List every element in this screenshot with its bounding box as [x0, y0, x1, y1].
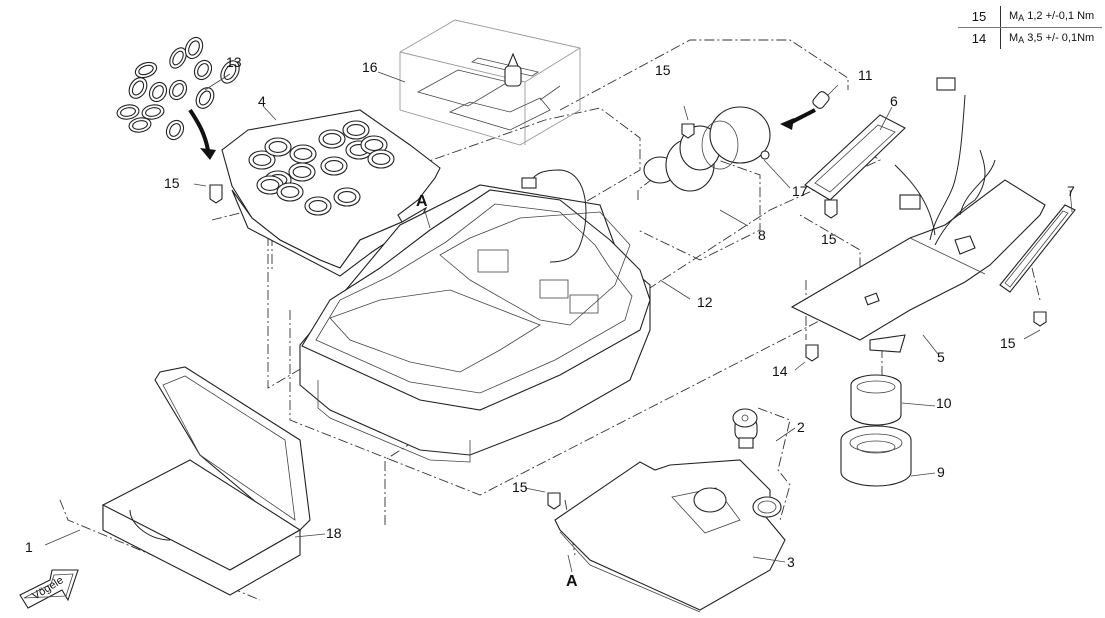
- torque-row: 15 MA 1,2 +/-0,1 Nm: [958, 6, 1103, 28]
- keypad-grommet: [360, 135, 388, 155]
- callout-16: 16: [362, 59, 378, 75]
- assembly-arrow-head: [200, 148, 216, 160]
- callout-18: 18: [326, 525, 342, 541]
- part-18-carrying-case: [102, 366, 311, 596]
- keypad-grommet: [342, 120, 370, 140]
- keypad-grommet: [304, 196, 332, 216]
- torque-spec: MA 3,5 +/- 0,1Nm: [1009, 32, 1095, 45]
- part-16-parts-kit-box: [399, 19, 581, 146]
- grommet: [193, 59, 213, 81]
- grommet: [128, 117, 152, 133]
- grommet: [134, 61, 158, 79]
- callout-13: 13: [226, 54, 242, 70]
- part-2-key-switch: [732, 408, 758, 449]
- callout-15: 15: [821, 231, 837, 247]
- keypad-grommet: [264, 137, 292, 157]
- callout-15: 15: [512, 479, 528, 495]
- callout-15: 15: [164, 175, 180, 191]
- reference-mark-a: A: [566, 573, 578, 590]
- keypad-grommet: [276, 182, 304, 202]
- part-13-grommets: [116, 36, 240, 141]
- callout-15: 15: [655, 62, 671, 78]
- torque-item: 15: [958, 6, 1001, 28]
- grommet: [165, 119, 185, 141]
- torque-spec-table: 15 MA 1,2 +/-0,1 Nm 14 MA 3,5 +/- 0,1Nm: [958, 6, 1103, 49]
- callout-12: 12: [697, 294, 713, 310]
- grommet: [169, 47, 187, 69]
- part-10-sleeve: [850, 374, 902, 426]
- callout-10: 10: [936, 395, 952, 411]
- grommet: [168, 79, 188, 101]
- part-6-lens-frame: [804, 114, 906, 219]
- keypad-grommet: [320, 156, 348, 176]
- callout-9: 9: [937, 464, 945, 480]
- screw-14: [805, 344, 819, 362]
- keypad-grommet: [289, 144, 317, 164]
- part-4-keypad-plate: [221, 109, 441, 277]
- grommet: [116, 104, 140, 120]
- callout-3: 3: [787, 554, 795, 570]
- leader-lines: [44, 71, 1073, 573]
- callout-11: 11: [858, 67, 873, 83]
- main-housing: [299, 169, 651, 463]
- part-7-lens-frame: [999, 204, 1076, 327]
- torque-item: 14: [958, 27, 1001, 49]
- callout-15: 15: [1000, 335, 1016, 351]
- torque-row: 14 MA 3,5 +/- 0,1Nm: [958, 27, 1102, 49]
- part-8-lamp-assembly: [643, 91, 830, 192]
- callout-6: 6: [890, 93, 898, 109]
- grommet: [148, 81, 168, 103]
- keypad-grommet: [288, 162, 316, 182]
- keypad-grommet: [367, 149, 395, 169]
- screw-15: [547, 492, 561, 510]
- callout-7: 7: [1067, 183, 1075, 199]
- grommet: [184, 36, 204, 60]
- part-3-bottom-cover: [547, 459, 786, 613]
- vogele-logo-arrow: Vögele: [19, 569, 79, 609]
- grommet: [195, 87, 215, 109]
- grommet: [128, 77, 148, 99]
- callout-14: 14: [772, 363, 788, 379]
- callout-8: 8: [758, 227, 766, 243]
- part-11-bulb: [812, 91, 830, 109]
- callout-labels: 1 2 3 4 5 6 7 8 9 10 11 12 13 14 15 15 1…: [25, 54, 1075, 590]
- keypad-grommet: [333, 187, 361, 207]
- keypad-grommet: [318, 129, 346, 149]
- keypad-grommet: [248, 150, 276, 170]
- callout-17: 17: [792, 183, 808, 199]
- part-9-nut: [840, 425, 912, 487]
- reference-mark-a: A: [416, 193, 428, 210]
- grommet: [141, 104, 165, 120]
- callout-4: 4: [258, 93, 266, 109]
- assembly-arrow: [188, 108, 210, 151]
- screw-15: [681, 123, 695, 139]
- screw-15: [209, 184, 223, 204]
- torque-spec: MA 1,2 +/-0,1 Nm: [1000, 6, 1103, 28]
- callout-2: 2: [797, 419, 805, 435]
- callout-5: 5: [937, 349, 945, 365]
- callout-1: 1: [25, 539, 33, 555]
- part-5-circuit-board: [790, 77, 1046, 353]
